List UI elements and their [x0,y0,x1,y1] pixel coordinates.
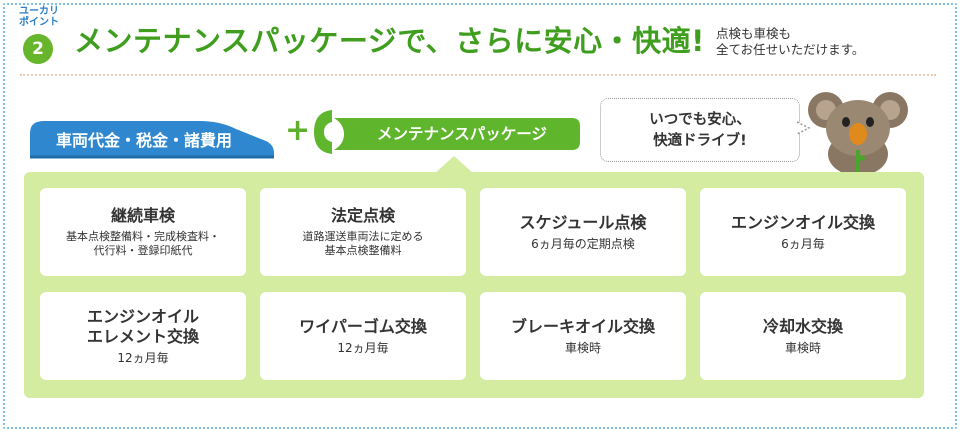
car-costs-text: 車両代金・税金・諸費用 [55,131,232,150]
maintenance-package-label: メンテナンスパッケージ [310,104,582,160]
speech-bubble: いつでも安心、 快適ドライブ! [600,98,800,162]
speech-bubble-tail [797,121,811,135]
card-continuous-inspection: 継続車検 基本点検整備料・完成検査料・ 代行料・登録印紙代 [40,188,246,276]
panel-notch [434,156,474,174]
point-label-line2: ポイント [19,17,59,28]
point-number-circle: 2 [23,34,53,64]
card-title-line2: エレメント交換 [86,327,199,346]
card-coolant-change: 冷却水交換 車検時 [700,292,906,380]
card-desc-line2: 基本点検整備料 [324,244,402,257]
subhead-line1: 点検も車検も [716,26,792,41]
card-title: ワイパーゴム交換 [299,317,427,336]
card-desc: 12ヵ月毎 [337,341,389,355]
card-brake-oil-change: ブレーキオイル交換 車検時 [480,292,686,380]
card-title: ブレーキオイル交換 [510,317,655,336]
card-title: スケジュール点検 [519,213,647,232]
card-engine-oil-change: エンジンオイル交換 6ヵ月毎 [700,188,906,276]
point-label-line1: ユーカリ [19,6,59,17]
card-desc: 6ヵ月毎の定期点検 [531,237,635,251]
card-schedule-inspection: スケジュール点検 6ヵ月毎の定期点検 [480,188,686,276]
card-engine-oil-element-change: エンジンオイル エレメント交換 12ヵ月毎 [40,292,246,380]
point-badge-label: ユーカリ ポイント [14,6,64,28]
card-title: 継続車検 [110,206,175,225]
car-costs-label: 車両代金・税金・諸費用 [24,107,280,161]
card-desc: 基本点検整備料・完成検査料・ 代行料・登録印紙代 [66,230,220,258]
bubble-line1: いつでも安心、 [649,112,751,128]
card-title: 法定点検 [330,206,395,225]
card-legal-inspection: 法定点検 道路運送車両法に定める 基本点検整備料 [260,188,466,276]
card-title: エンジンオイル交換 [730,213,875,232]
card-desc-line1: 基本点検整備料・完成検査料・ [66,230,220,243]
card-desc-line1: 道路運送車両法に定める [302,230,424,243]
bubble-line2: 快適ドライブ! [653,133,747,149]
card-desc: 12ヵ月毎 [117,351,169,365]
card-desc-line2: 代行料・登録印紙代 [93,244,193,257]
wrench-shape-icon [314,110,580,154]
subhead-line2: 全てお任せいただけます。 [716,42,865,57]
card-desc: 車検時 [784,341,821,355]
header-separator [20,74,936,76]
car-shape-icon [30,121,274,159]
maintenance-package-text: メンテナンスパッケージ [377,125,547,143]
card-title-line1: エンジンオイル [86,307,199,326]
card-desc: 道路運送車両法に定める 基本点検整備料 [303,230,424,258]
koala-mascot-icon [808,92,908,174]
plus-sign: + [285,113,311,148]
subhead: 点検も車検も 全てお任せいただけます。 [716,26,864,58]
outer-dotted-frame [3,3,957,429]
card-desc: 6ヵ月毎 [781,237,825,251]
point-badge: ユーカリ ポイント 2 [14,6,64,66]
card-wiper-rubber-change: ワイパーゴム交換 12ヵ月毎 [260,292,466,380]
card-desc: 車検時 [564,341,601,355]
card-title: 冷却水交換 [762,317,843,336]
headline: メンテナンスパッケージで、さらに安心・快適! [74,24,705,58]
